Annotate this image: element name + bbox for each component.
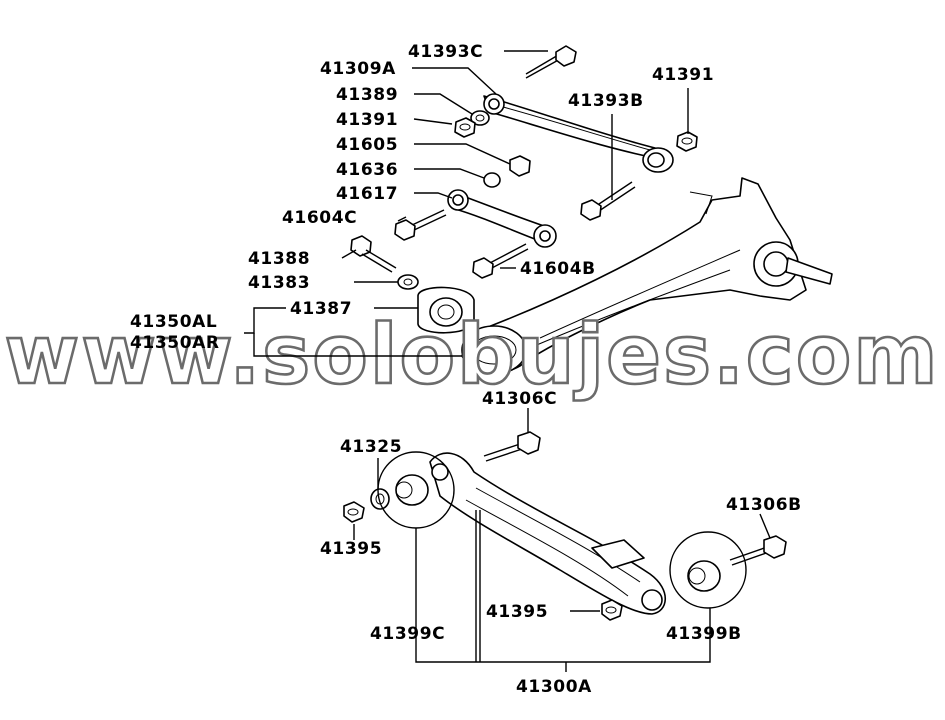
label-41399C: 41399C (370, 624, 445, 644)
label-41309A: 41309A (320, 59, 396, 79)
leader-lines (244, 50, 771, 672)
bushing-41387 (417, 286, 475, 334)
label-41389: 41389 (336, 85, 398, 105)
bolt-41604C (394, 209, 447, 241)
label-41388: 41388 (248, 249, 310, 269)
watermark-text: www.solobujes.com (5, 308, 940, 403)
bolt-41604B (472, 243, 529, 279)
bolt-41306B (729, 535, 787, 566)
label-41306C: 41306C (482, 389, 557, 409)
collar-41605 (509, 155, 531, 177)
label-41300A: 41300A (516, 677, 592, 697)
part-labels: 41393C 41309A 41391 41389 41393B 41391 4… (130, 42, 802, 697)
label-41306B: 41306B (726, 495, 802, 515)
label-41605: 41605 (336, 135, 398, 155)
label-41395-bottom: 41395 (486, 602, 548, 622)
label-41387: 41387 (290, 299, 352, 319)
label-41617: 41617 (336, 184, 398, 204)
label-41391-left: 41391 (336, 110, 398, 130)
label-41391-top: 41391 (652, 65, 714, 85)
link-41617 (447, 189, 557, 248)
bolt-41393C (525, 45, 577, 79)
label-41393C: 41393C (408, 42, 483, 62)
lower-arm-41300A (429, 452, 666, 615)
label-41636: 41636 (336, 160, 398, 180)
label-41383: 41383 (248, 273, 310, 293)
nut-41391-left (454, 117, 476, 138)
label-41350AR: 41350AR (130, 333, 220, 353)
label-41350AL: 41350AL (130, 312, 217, 332)
upper-arm-41309A (483, 93, 674, 173)
washer-41383 (397, 274, 419, 290)
nut-41395-left (343, 501, 365, 523)
nut-41395-bottom (601, 599, 623, 621)
nut-41391-top (676, 131, 698, 152)
label-41604B: 41604B (520, 259, 596, 279)
label-41393B: 41393B (568, 91, 644, 111)
bushing-41399B-detail (669, 531, 747, 609)
washer-41389 (470, 110, 490, 126)
label-41604C: 41604C (282, 208, 357, 228)
label-41325: 41325 (340, 437, 402, 457)
bolt-41306C (483, 431, 541, 462)
label-41395-left: 41395 (320, 539, 382, 559)
washer-41325 (370, 488, 390, 510)
bolt-41393B (580, 181, 636, 221)
bolt-41388 (350, 235, 397, 273)
trailing-arm-41350 (461, 177, 833, 375)
label-41399B: 41399B (666, 624, 742, 644)
spacer-41636 (483, 172, 501, 188)
